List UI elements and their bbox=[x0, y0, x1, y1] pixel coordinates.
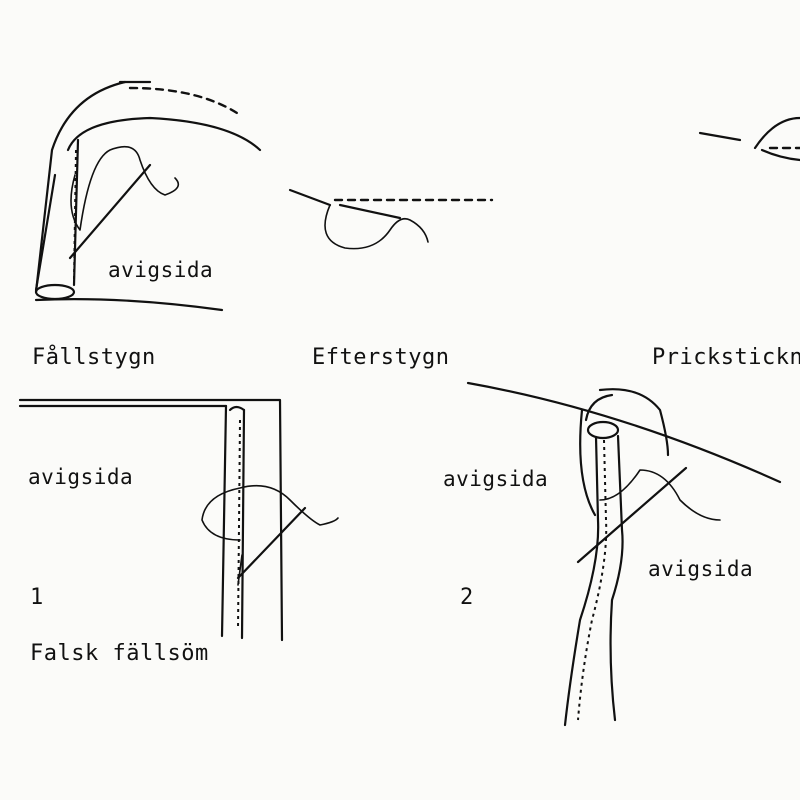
fell-wrong-side-label: avigsida bbox=[28, 465, 134, 489]
efterstygn-illustration bbox=[288, 188, 494, 250]
step-number-1: 1 bbox=[30, 585, 44, 610]
prickstickn-illustration bbox=[698, 116, 800, 162]
fallstygn-illustration bbox=[34, 80, 262, 312]
caption-efterstygn: Efterstygn bbox=[312, 345, 450, 370]
caption-prickstickn: Prickstickn bbox=[652, 345, 800, 370]
falsk-fallsom-step2-illustration bbox=[466, 381, 782, 727]
step-number-2: 2 bbox=[460, 585, 474, 610]
caption-fallstygn: Fållstygn bbox=[32, 345, 156, 370]
hem-wrong-side-label: avigsida bbox=[108, 258, 214, 282]
seam2-wrong-side-left-label: avigsida bbox=[443, 467, 549, 491]
falsk-fallsom-step1-illustration bbox=[18, 398, 339, 642]
seam2-wrong-side-right-label: avigsida bbox=[648, 557, 754, 581]
caption-falsk-fallsom: Falsk fällsöm bbox=[30, 641, 209, 666]
